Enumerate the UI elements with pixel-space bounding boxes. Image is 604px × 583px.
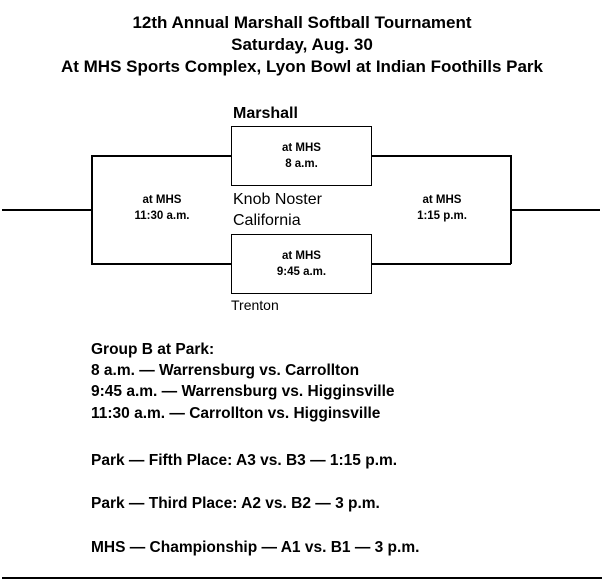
game-bottom-time: 9:45 a.m. [276, 266, 327, 278]
bracket-left-bottom-arm [91, 263, 231, 265]
bracket-right-stub-line [510, 209, 600, 211]
group-b-game-1: 8 a.m. — Warrensburg vs. Carrollton [91, 362, 360, 379]
game-right-label: at MHS 1:15 p.m. [392, 192, 492, 224]
bracket-right-bottom-arm [371, 263, 511, 265]
bracket-left-stub-line [2, 209, 92, 211]
game-top-location: at MHS [282, 142, 321, 154]
group-b-title: Group B at Park: [91, 341, 215, 358]
game-box-top: at MHS 8 a.m. [231, 126, 372, 186]
group-b-game-2: 9:45 a.m. — Warrensburg vs. Higginsville [91, 383, 395, 400]
team-marshall: Marshall [233, 105, 298, 122]
game-box-bottom: at MHS 9:45 a.m. [231, 234, 372, 294]
championship-game: MHS — Championship — A1 vs. B1 — 3 p.m. [91, 539, 420, 556]
game-right-time: 1:15 p.m. [417, 210, 467, 222]
group-b-game-3: 11:30 a.m. — Carrollton vs. Higginsville [91, 405, 381, 422]
third-place-game: Park — Third Place: A2 vs. B2 — 3 p.m. [91, 495, 380, 512]
fifth-place-game: Park — Fifth Place: A3 vs. B3 — 1:15 p.m… [91, 452, 398, 469]
bottom-divider [2, 577, 602, 579]
bracket-left-vertical [91, 155, 93, 264]
game-top-time: 8 a.m. [285, 158, 318, 170]
header-date: Saturday, Aug. 30 [231, 35, 373, 54]
header-title: 12th Annual Marshall Softball Tournament [132, 13, 472, 32]
header-location: At MHS Sports Complex, Lyon Bowl at Indi… [60, 57, 544, 76]
game-left-time: 11:30 a.m. [134, 210, 190, 222]
team-california: California [233, 212, 301, 229]
bracket-right-top-arm [371, 155, 511, 157]
team-trenton: Trenton [231, 297, 279, 313]
game-left-location: at MHS [142, 194, 182, 206]
game-bottom-location: at MHS [282, 250, 321, 262]
bracket-left-top-arm [91, 155, 231, 157]
tournament-header: 12th Annual Marshall Softball Tournament… [0, 12, 604, 78]
game-right-location: at MHS [422, 194, 462, 206]
bracket-right-vertical [510, 155, 512, 264]
game-left-label: at MHS 11:30 a.m. [112, 192, 212, 224]
team-knob-noster: Knob Noster [233, 191, 322, 208]
